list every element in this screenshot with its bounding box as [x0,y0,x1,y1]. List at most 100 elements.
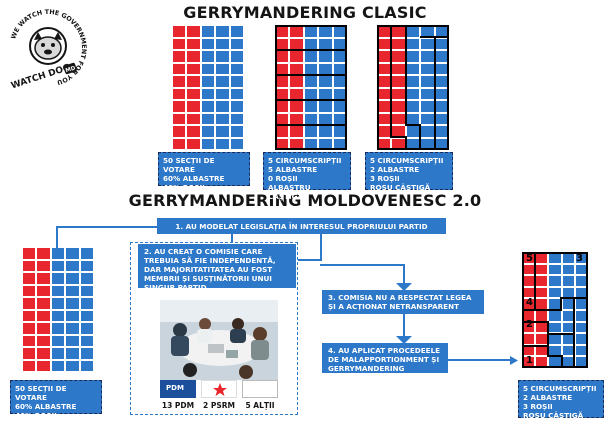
voting-section-cell [22,284,37,297]
connector [403,314,405,340]
voting-section-cell [50,284,66,297]
voting-section-cell [229,112,244,125]
meeting-photo [160,300,278,380]
voting-section-cell [50,297,66,310]
classic-box-1: 50 SECȚII DE VOTARE 60% ALBASTRE 40% ROȘ… [158,152,250,192]
voting-section-cell [22,309,37,322]
voting-section-cell [65,309,80,322]
voting-section-cell [215,25,230,38]
voting-section-cell [186,25,201,38]
step-3: 3. COMISIA NU A RESPECTAT LEGEA ȘI A ACȚ… [322,290,484,314]
voting-section-cell [229,100,244,113]
voting-section-cell [186,112,201,125]
count-pdm: 13 PDM [161,401,195,410]
voting-section-cell [215,87,230,100]
voting-section-cell [79,272,94,285]
voting-section-cell [172,137,187,150]
left-voting-grid [22,247,94,372]
voting-section-cell [548,286,562,299]
voting-section-cell [22,297,37,310]
voting-section-cell [229,125,244,138]
voting-section-cell [215,37,230,50]
voting-section-cell [172,50,187,63]
voting-section-cell [22,272,37,285]
voting-section-cell [215,62,230,75]
voting-section-cell [79,309,94,322]
voting-section-cell [186,62,201,75]
voting-sections-grid [172,25,244,150]
voting-section-cell [65,334,80,347]
blue-wins-district-lines [275,25,347,150]
voting-section-cell [36,359,51,372]
voting-section-cell [36,334,51,347]
voting-section-cell [79,284,94,297]
voting-section-cell [65,247,80,260]
voting-section-cell [215,125,230,138]
voting-section-cell [36,272,51,285]
voting-section-cell [22,334,37,347]
voting-section-cell [22,359,37,372]
voting-section-cell [65,347,80,360]
voting-section-cell [200,100,216,113]
voting-section-cell [229,37,244,50]
voting-section-cell [172,75,187,88]
district-number-4: 4 [526,297,533,308]
voting-section-cell [79,334,94,347]
voting-section-cell [215,100,230,113]
voting-section-cell [215,50,230,63]
voting-section-cell [200,75,216,88]
voting-section-cell [50,322,66,335]
step-2: 2. AU CREAT O COMISIE CARE TREBUIA SĂ FI… [138,244,296,292]
voting-section-cell [186,137,201,150]
others-logo [242,380,278,398]
voting-section-cell [229,87,244,100]
connector [56,226,157,228]
voting-section-cell [186,37,201,50]
voting-section-cell [36,247,51,260]
voting-section-cell [79,322,94,335]
logo-tag: MD [65,65,77,74]
voting-section-cell [22,259,37,272]
voting-section-cell [36,322,51,335]
voting-section-cell [200,62,216,75]
voting-section-cell [229,50,244,63]
voting-section-cell [229,137,244,150]
voting-section-cell [79,347,94,360]
voting-section-cell [36,259,51,272]
step-1: 1. AU MODELAT LEGISLAȚIA ÎN INTERESUL PR… [157,218,446,234]
voting-section-cell [36,347,51,360]
connector [320,264,404,266]
voting-section-cell [200,87,216,100]
voting-section-cell [229,62,244,75]
voting-section-cell [172,62,187,75]
connector [320,234,322,261]
voting-section-cell [65,322,80,335]
right-summary-box: 5 CIRCUMSCRIPȚII 2 ALBASTRE 3 ROȘII ROȘU… [518,380,604,420]
voting-section-cell [172,125,187,138]
voting-section-cell [548,263,562,276]
left-summary-box: 50 SECȚII DE VOTARE 60% ALBASTRE 40% ROȘ… [10,380,102,420]
voting-section-cell [50,359,66,372]
voting-section-cell [200,125,216,138]
voting-section-cell [65,284,80,297]
voting-section-cell [50,334,66,347]
district-number-2: 2 [526,319,533,330]
voting-section-cell [548,275,562,287]
voting-section-cell [79,359,94,372]
step-4: 4. AU APLICAT PROCEDEELE DE MALAPPORTION… [322,343,448,373]
watchdog-logo: WE WATCH THE GOVERNMENT FOR YOU WATCH DO… [4,4,92,92]
district-number-5: 5 [526,253,533,264]
voting-section-cell [186,125,201,138]
voting-section-cell [200,37,216,50]
voting-section-cell [200,25,216,38]
district-number-3: 3 [576,253,583,264]
voting-section-cell [79,247,94,260]
voting-section-cell [65,259,80,272]
voting-section-cell [172,112,187,125]
count-psrm: 2 PSRM [203,401,235,410]
voting-section-cell [50,309,66,322]
voting-section-cell [186,87,201,100]
classic-title: GERRYMANDERING CLASIC [183,3,427,22]
voting-section-cell [172,25,187,38]
connector [448,359,514,361]
